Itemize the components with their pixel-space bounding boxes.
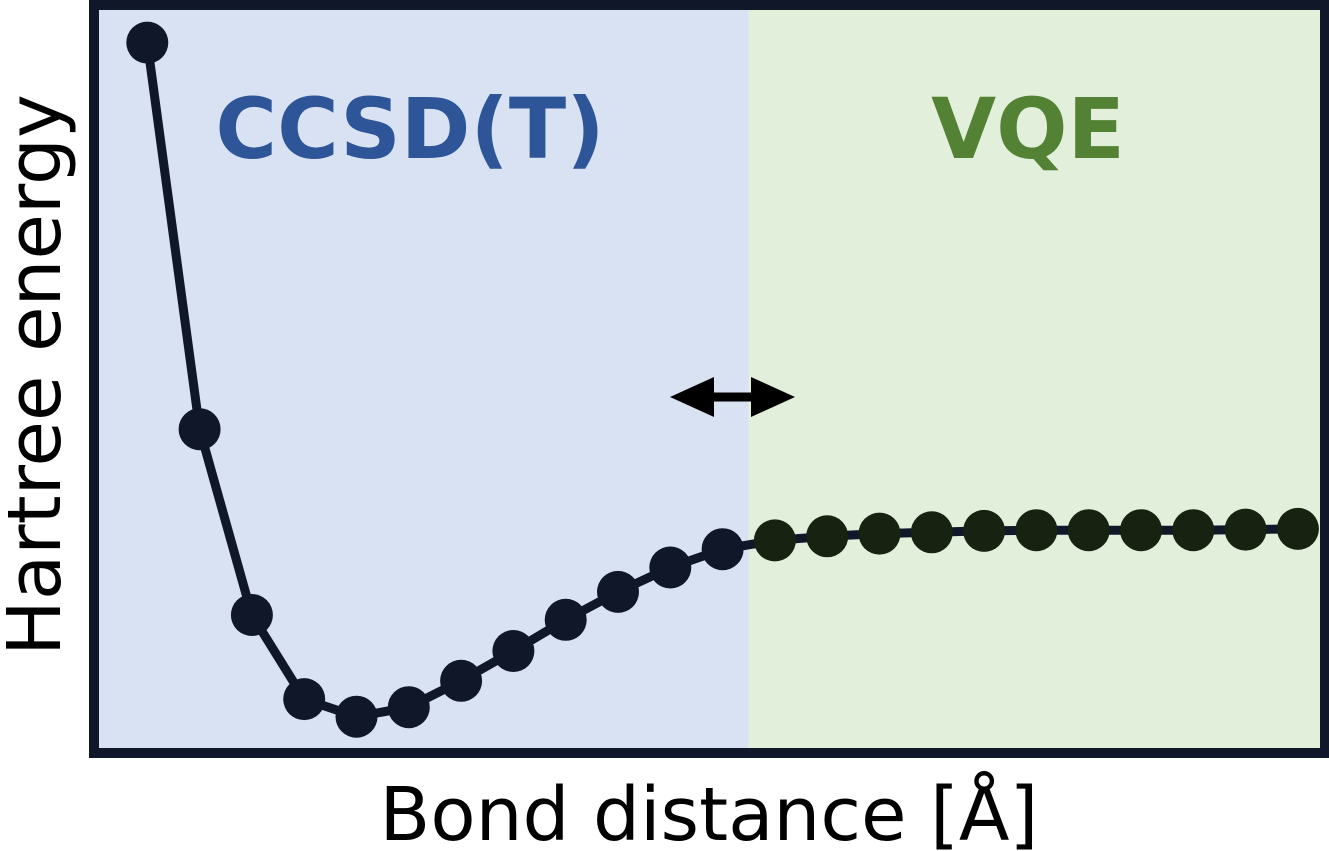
ccsd-data-point (544, 598, 587, 641)
vqe-data-point (910, 511, 953, 554)
vqe-data-point (1224, 508, 1267, 551)
ccsd-data-point (597, 570, 639, 613)
ccsd-data-point (126, 21, 169, 64)
ccsd-data-point (230, 594, 273, 636)
plot-frame (89, 0, 1329, 758)
ccsd-data-point (701, 528, 744, 571)
vqe-data-point (1172, 509, 1215, 552)
ccsd-data-point (283, 678, 326, 721)
vqe-data-point (1067, 509, 1110, 552)
vqe-data-point (858, 512, 901, 555)
ccsd-data-point (649, 546, 692, 589)
ccsd-region-background (95, 6, 749, 752)
boundary-double-arrow-icon (670, 377, 795, 417)
vqe-data-point (1120, 509, 1162, 552)
ccsd-data-point (387, 686, 430, 729)
vqe-region-label: VQE (931, 80, 1125, 178)
ccsd-data-point (492, 630, 535, 672)
vqe-data-point (1015, 509, 1058, 552)
vqe-data-point (806, 515, 849, 558)
data-series (126, 21, 1319, 738)
vqe-region-background (748, 6, 1324, 752)
vqe-data-point (963, 509, 1006, 552)
vqe-data-point (753, 519, 796, 562)
x-axis-label: Bond distance [Å] (380, 770, 1039, 851)
ccsd-region-label: CCSD(T) (215, 80, 604, 178)
ccsd-data-point (178, 408, 221, 451)
ccsd-data-point (335, 695, 378, 738)
y-axis-label: Hartree energy (0, 94, 78, 656)
ccsd-data-point (440, 659, 483, 702)
vqe-data-point (1276, 507, 1319, 550)
